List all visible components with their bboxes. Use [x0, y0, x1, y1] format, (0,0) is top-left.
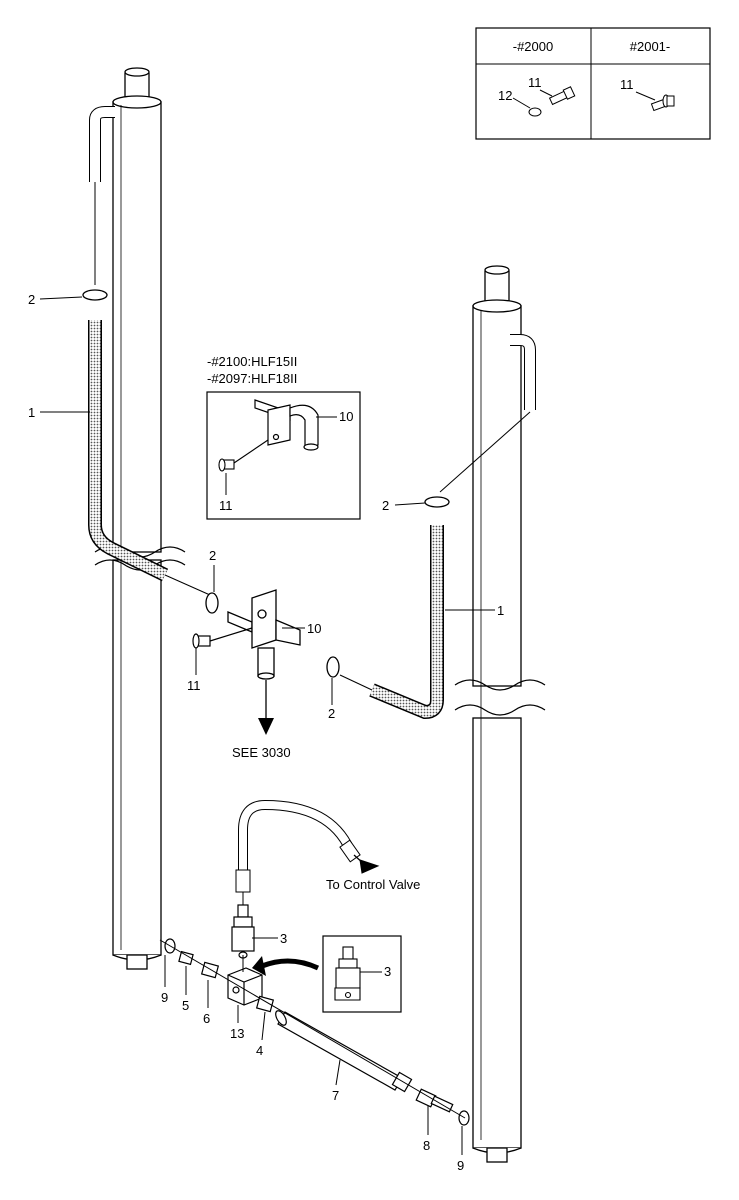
callout-2-tee-right: 2 — [328, 706, 335, 721]
callout-7: 7 — [332, 1088, 339, 1103]
tee-block — [205, 589, 340, 680]
inset-sensor-label-3: 3 — [384, 964, 391, 979]
callout-13: 13 — [230, 1026, 244, 1041]
valve-block-inset: -#2100:HLF15II -#2097:HLF18II 10 11 — [206, 354, 361, 520]
arrow-down-icon — [258, 718, 274, 735]
callout-1-right: 1 — [497, 603, 504, 618]
left-return-hose — [88, 106, 211, 596]
flange-bolt — [192, 627, 253, 649]
right-return-hose — [339, 334, 536, 720]
callout-5: 5 — [182, 998, 189, 1013]
table-label-11a: 11 — [528, 75, 542, 90]
flange-bolt-icon — [650, 94, 675, 112]
right-break-mark — [454, 679, 546, 691]
left-cylinder — [112, 67, 162, 970]
callout-1-left: 1 — [28, 405, 35, 420]
leader-lines — [39, 296, 495, 1155]
table-header-col1: -#2000 — [513, 39, 553, 54]
hose-clamp-left-top — [82, 289, 108, 301]
right-cylinder — [472, 265, 522, 1163]
control-valve-hose — [235, 799, 361, 905]
callout-2-tee-left: 2 — [209, 548, 216, 563]
arrow-right-icon — [359, 859, 380, 874]
table-header-col2: #2001- — [630, 39, 670, 54]
callout-9-left: 9 — [161, 990, 168, 1005]
callout-2-left-top: 2 — [28, 292, 35, 307]
callout-4: 4 — [256, 1043, 263, 1058]
callout-8: 8 — [423, 1138, 430, 1153]
inset-label-10: 10 — [339, 409, 353, 424]
inset-label-11: 11 — [219, 498, 233, 513]
callout-11: 11 — [187, 678, 201, 693]
inset-title-line1: -#2100:HLF15II — [207, 354, 297, 369]
inset-title-line2: -#2097:HLF18II — [207, 371, 297, 386]
lower-fittings — [164, 938, 470, 1126]
callout-2-right-top: 2 — [382, 498, 389, 513]
callout-10: 10 — [307, 621, 321, 636]
see-reference-note: SEE 3030 — [232, 745, 291, 760]
sensor-inset: 3 — [322, 935, 402, 1013]
callout-6: 6 — [203, 1011, 210, 1026]
table-label-11b: 11 — [620, 77, 634, 92]
curved-arrow-icon — [252, 956, 266, 976]
hose-clamp-right-top — [424, 496, 450, 508]
to-control-valve-note: To Control Valve — [326, 877, 420, 892]
pressure-sensor — [231, 904, 255, 959]
table-label-12: 12 — [498, 88, 512, 103]
callout-3: 3 — [280, 931, 287, 946]
bolt-icon — [548, 86, 576, 106]
inset-table: -#2000 #2001- 11 12 11 — [475, 27, 711, 140]
callout-9-right: 9 — [457, 1158, 464, 1173]
washer-icon — [528, 107, 542, 117]
